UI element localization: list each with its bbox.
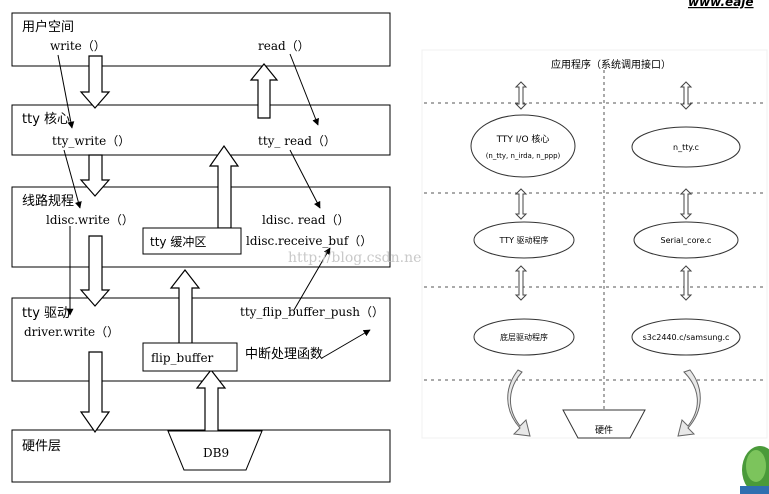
hardware-label: 硬件 [595,424,613,436]
corner-logo [740,446,769,494]
func-flip-push: tty_flip_buffer_push（） [240,305,384,319]
double-arrow-right-1 [679,81,693,110]
func-receive-buf: ldisc.receive_buf（） [246,234,372,248]
serial-core-label: Serial_core.c [661,236,712,245]
double-arrow-right-2 [679,188,693,220]
thin-arrow-push-to-receivebuf [293,247,331,311]
left-diagram: 用户空间 tty 核心 线路规程 tty 驱动 硬件层 write（） read… [11,12,432,483]
down-arrow-driver-to-hw [79,351,111,434]
flip-buffer-box [142,342,238,372]
func-write: write（） [50,39,106,53]
func-tty-write: tty_write（） [52,134,130,148]
double-arrow-right-3 [679,265,693,301]
up-arrow-buffer-to-core [208,144,240,229]
s3c-node [631,318,741,356]
curved-arrow-right [677,369,701,437]
up-arrow-db9-to-flip [195,369,227,433]
label-line-discipline: 线路规程 [22,193,74,209]
tty-driver-node [473,221,575,259]
label-hardware: 硬件层 [22,439,61,454]
watermark: http://blog.csdn.net/ [288,250,432,266]
func-read: read（） [258,39,310,53]
s3c-label: s3c2440.c/samsung.c [643,333,730,342]
label-tty-core: tty 核心 [22,112,70,127]
tty-driver-label: TTY 驱动程序 [498,235,548,245]
down-arrow-user-to-core [79,55,111,109]
func-ldisc-write: ldisc.write（） [46,213,134,227]
layer-user-space [11,12,391,67]
down-arrow-core-to-ldisc [79,154,111,197]
n-tty-label: n_tty.c [673,143,699,152]
double-arrow-left-2 [514,188,528,220]
tty-io-core-label: TTY I/O 核心 [496,133,550,145]
low-driver-label: 底层驱动程序 [500,332,548,342]
layer-tty-core [11,104,391,156]
tty-buffer-label: tty 缓冲区 [150,234,206,249]
serial-core-node [633,221,739,259]
irq-handler-label: 中断处理函数 [245,347,323,362]
low-driver-node [473,318,575,356]
tty-buffer-box [142,227,242,255]
corner-site-text: www.eaje [688,0,754,9]
up-arrow-flip-to-ttybuf [169,269,201,345]
tty-io-core-sub: (n_tty, n_irda, n_ppp) [486,152,561,160]
thin-arrow-irq-to-push [321,329,371,359]
thin-arrow-write-to-ttywrite [57,54,75,129]
up-arrow-core-to-user [249,63,279,119]
thin-arrow-ttyread-to-ldiscread [289,149,321,209]
double-arrow-left-3 [514,265,528,301]
down-arrow-ldisc-to-driver [79,235,111,307]
func-driver-write: driver.write（） [24,325,119,339]
right-diagram: 应用程序（系统调用接口） TTY I/O 核心 (n_tty, n_irda, … [421,49,768,439]
flip-buffer-label: flip_buffer [151,351,214,365]
app-layer-title: 应用程序（系统调用接口） [551,58,671,71]
db9-label: DB9 [203,446,229,460]
double-arrow-left-1 [514,81,528,110]
label-tty-driver: tty 驱动 [22,306,70,321]
thin-arrow-ttywrite-to-ldisc [63,149,82,209]
func-tty-read: tty_ read（） [258,134,336,148]
db9-connector [167,430,263,471]
n-tty-node [631,126,741,168]
thin-arrow-read-to-ttyread [289,53,319,126]
tty-io-core-node [470,114,576,178]
hardware-node [562,409,646,439]
label-user-space: 用户空间 [22,19,74,35]
func-ldisc-read: ldisc. read（） [262,213,350,227]
curved-arrow-left [507,369,531,437]
